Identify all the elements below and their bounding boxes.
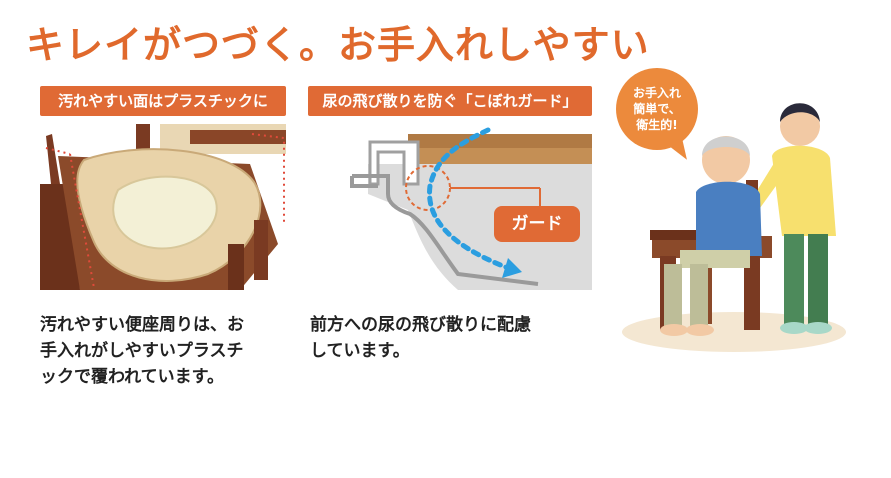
bubble-line: お手入れ	[632, 86, 681, 100]
caregiver-and-elder-illustration-icon	[604, 60, 884, 360]
description-line: ックで覆われています。	[40, 367, 224, 387]
description-line: 汚れやすい便座周りは、お	[40, 315, 244, 335]
headline: キレイがつづく。お手入れしやすい	[26, 23, 650, 67]
bubble-line: 衛生的!	[636, 118, 678, 132]
description-line: しています。	[310, 341, 410, 361]
splash-guard-diagram-icon	[308, 124, 592, 290]
benefit-speech-bubble: お手入れ 簡単で、 衛生的!	[616, 68, 698, 150]
toilet-chair-seat-photo-icon	[40, 124, 286, 290]
bubble-line: 簡単で、	[633, 102, 681, 116]
feature-description-plastic: 汚れやすい便座周りは、お 手入れがしやすいプラスチ ックで覆われています。	[40, 312, 288, 390]
description-line: 前方への尿の飛び散りに配慮	[310, 315, 531, 335]
guard-callout-label: ガード	[494, 206, 580, 242]
description-line: 手入れがしやすいプラスチ	[40, 341, 244, 361]
feature-tag-guard: 尿の飛び散りを防ぐ「こぼれガード」	[308, 86, 592, 116]
feature-tag-plastic: 汚れやすい面はプラスチックに	[40, 86, 286, 116]
feature-description-guard: 前方への尿の飛び散りに配慮 しています。	[310, 312, 590, 364]
